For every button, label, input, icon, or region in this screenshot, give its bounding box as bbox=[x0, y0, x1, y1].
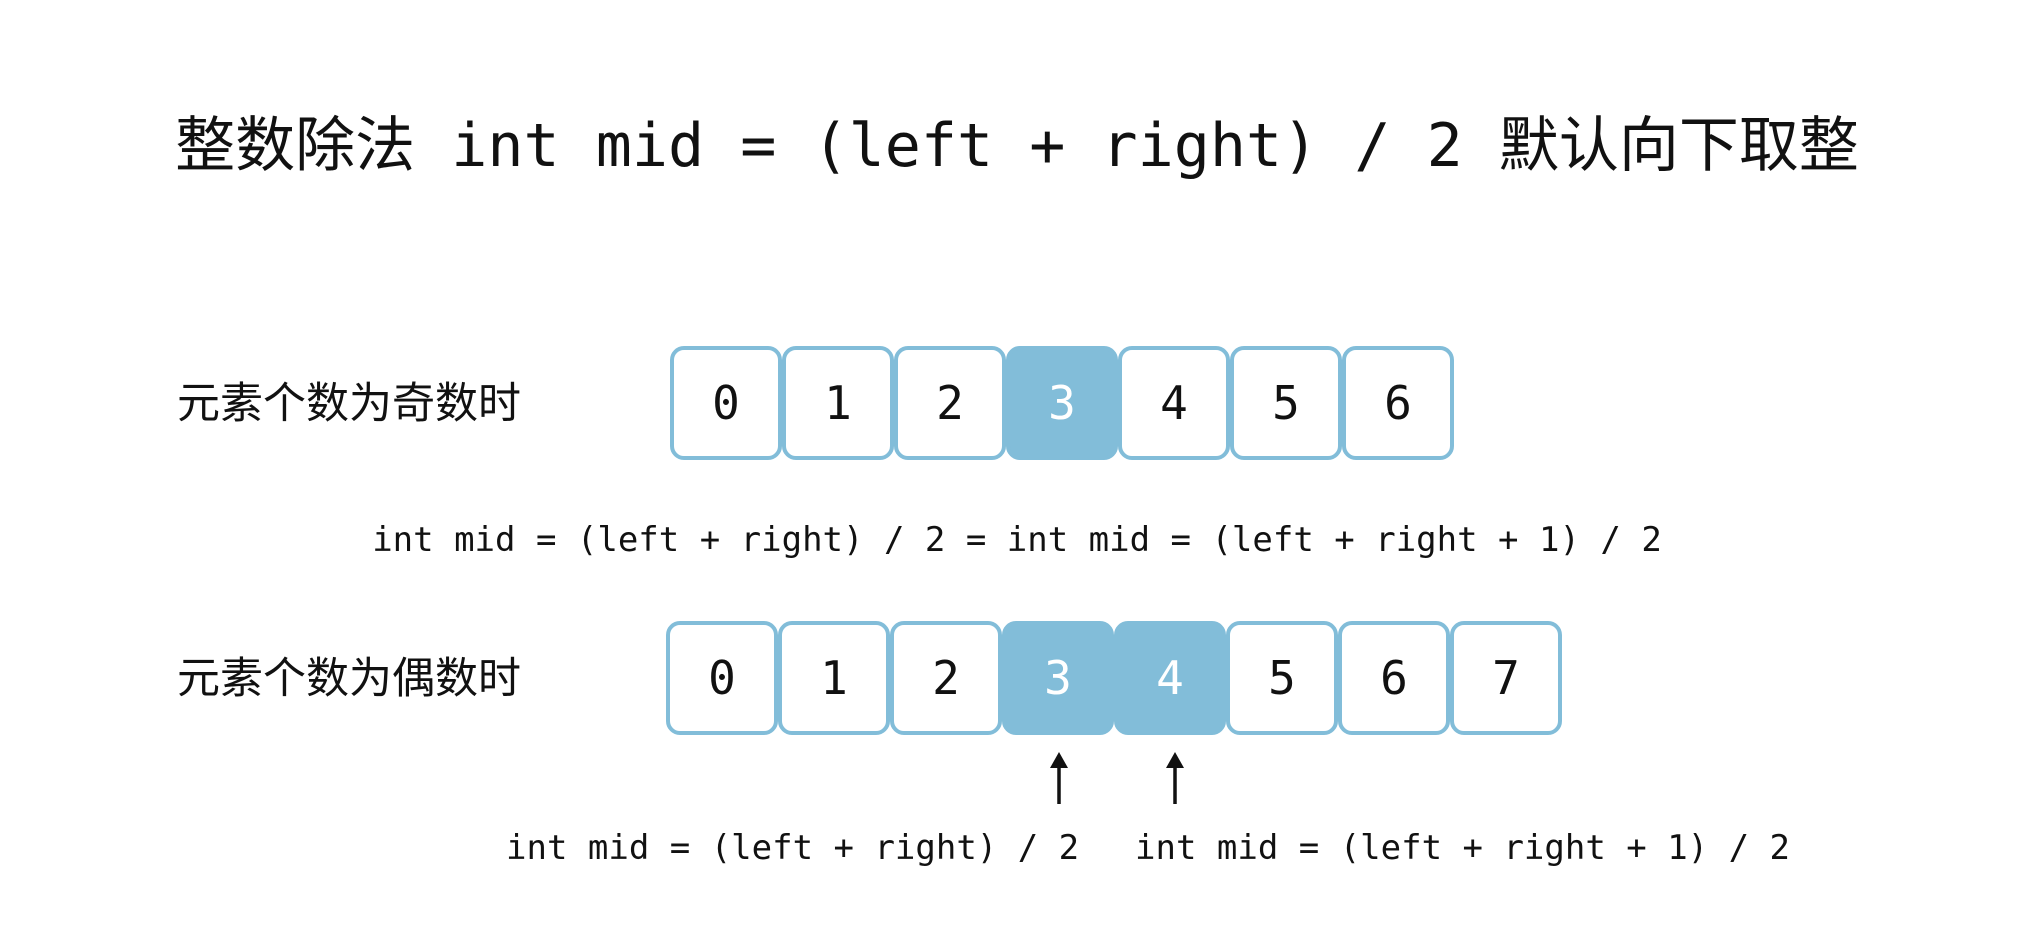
array-cell: 0 bbox=[666, 621, 778, 735]
diagram-title: 整数除法 int mid = (left + right) / 2 默认向下取整 bbox=[0, 108, 2034, 184]
array-cell: 5 bbox=[1230, 346, 1342, 460]
array-cell: 5 bbox=[1226, 621, 1338, 735]
array-cell: 2 bbox=[894, 346, 1006, 460]
array-cell: 6 bbox=[1342, 346, 1454, 460]
up-arrow-icon bbox=[1166, 752, 1184, 804]
array-cell: 3 bbox=[1002, 621, 1114, 735]
title-code: int mid = (left + right) / 2 bbox=[415, 111, 1499, 181]
array-cell: 2 bbox=[890, 621, 1002, 735]
up-arrow-icon bbox=[1050, 752, 1068, 804]
odd-row-label: 元素个数为奇数时 bbox=[177, 379, 521, 429]
odd-formula: int mid = (left + right) / 2 = int mid =… bbox=[372, 520, 1662, 560]
array-cell: 1 bbox=[782, 346, 894, 460]
array-cell: 0 bbox=[670, 346, 782, 460]
array-cell: 1 bbox=[778, 621, 890, 735]
array-cell: 4 bbox=[1118, 346, 1230, 460]
even-formula-ceil: int mid = (left + right + 1) / 2 bbox=[1135, 828, 1791, 868]
even-row-label: 元素个数为偶数时 bbox=[177, 654, 521, 704]
array-cell: 6 bbox=[1338, 621, 1450, 735]
array-cell: 3 bbox=[1006, 346, 1118, 460]
title-suffix: 默认向下取整 bbox=[1498, 111, 1859, 181]
array-cell: 4 bbox=[1114, 621, 1226, 735]
title-prefix: 整数除法 bbox=[175, 111, 416, 181]
even-formula-floor: int mid = (left + right) / 2 bbox=[506, 828, 1080, 868]
array-cell: 7 bbox=[1450, 621, 1562, 735]
